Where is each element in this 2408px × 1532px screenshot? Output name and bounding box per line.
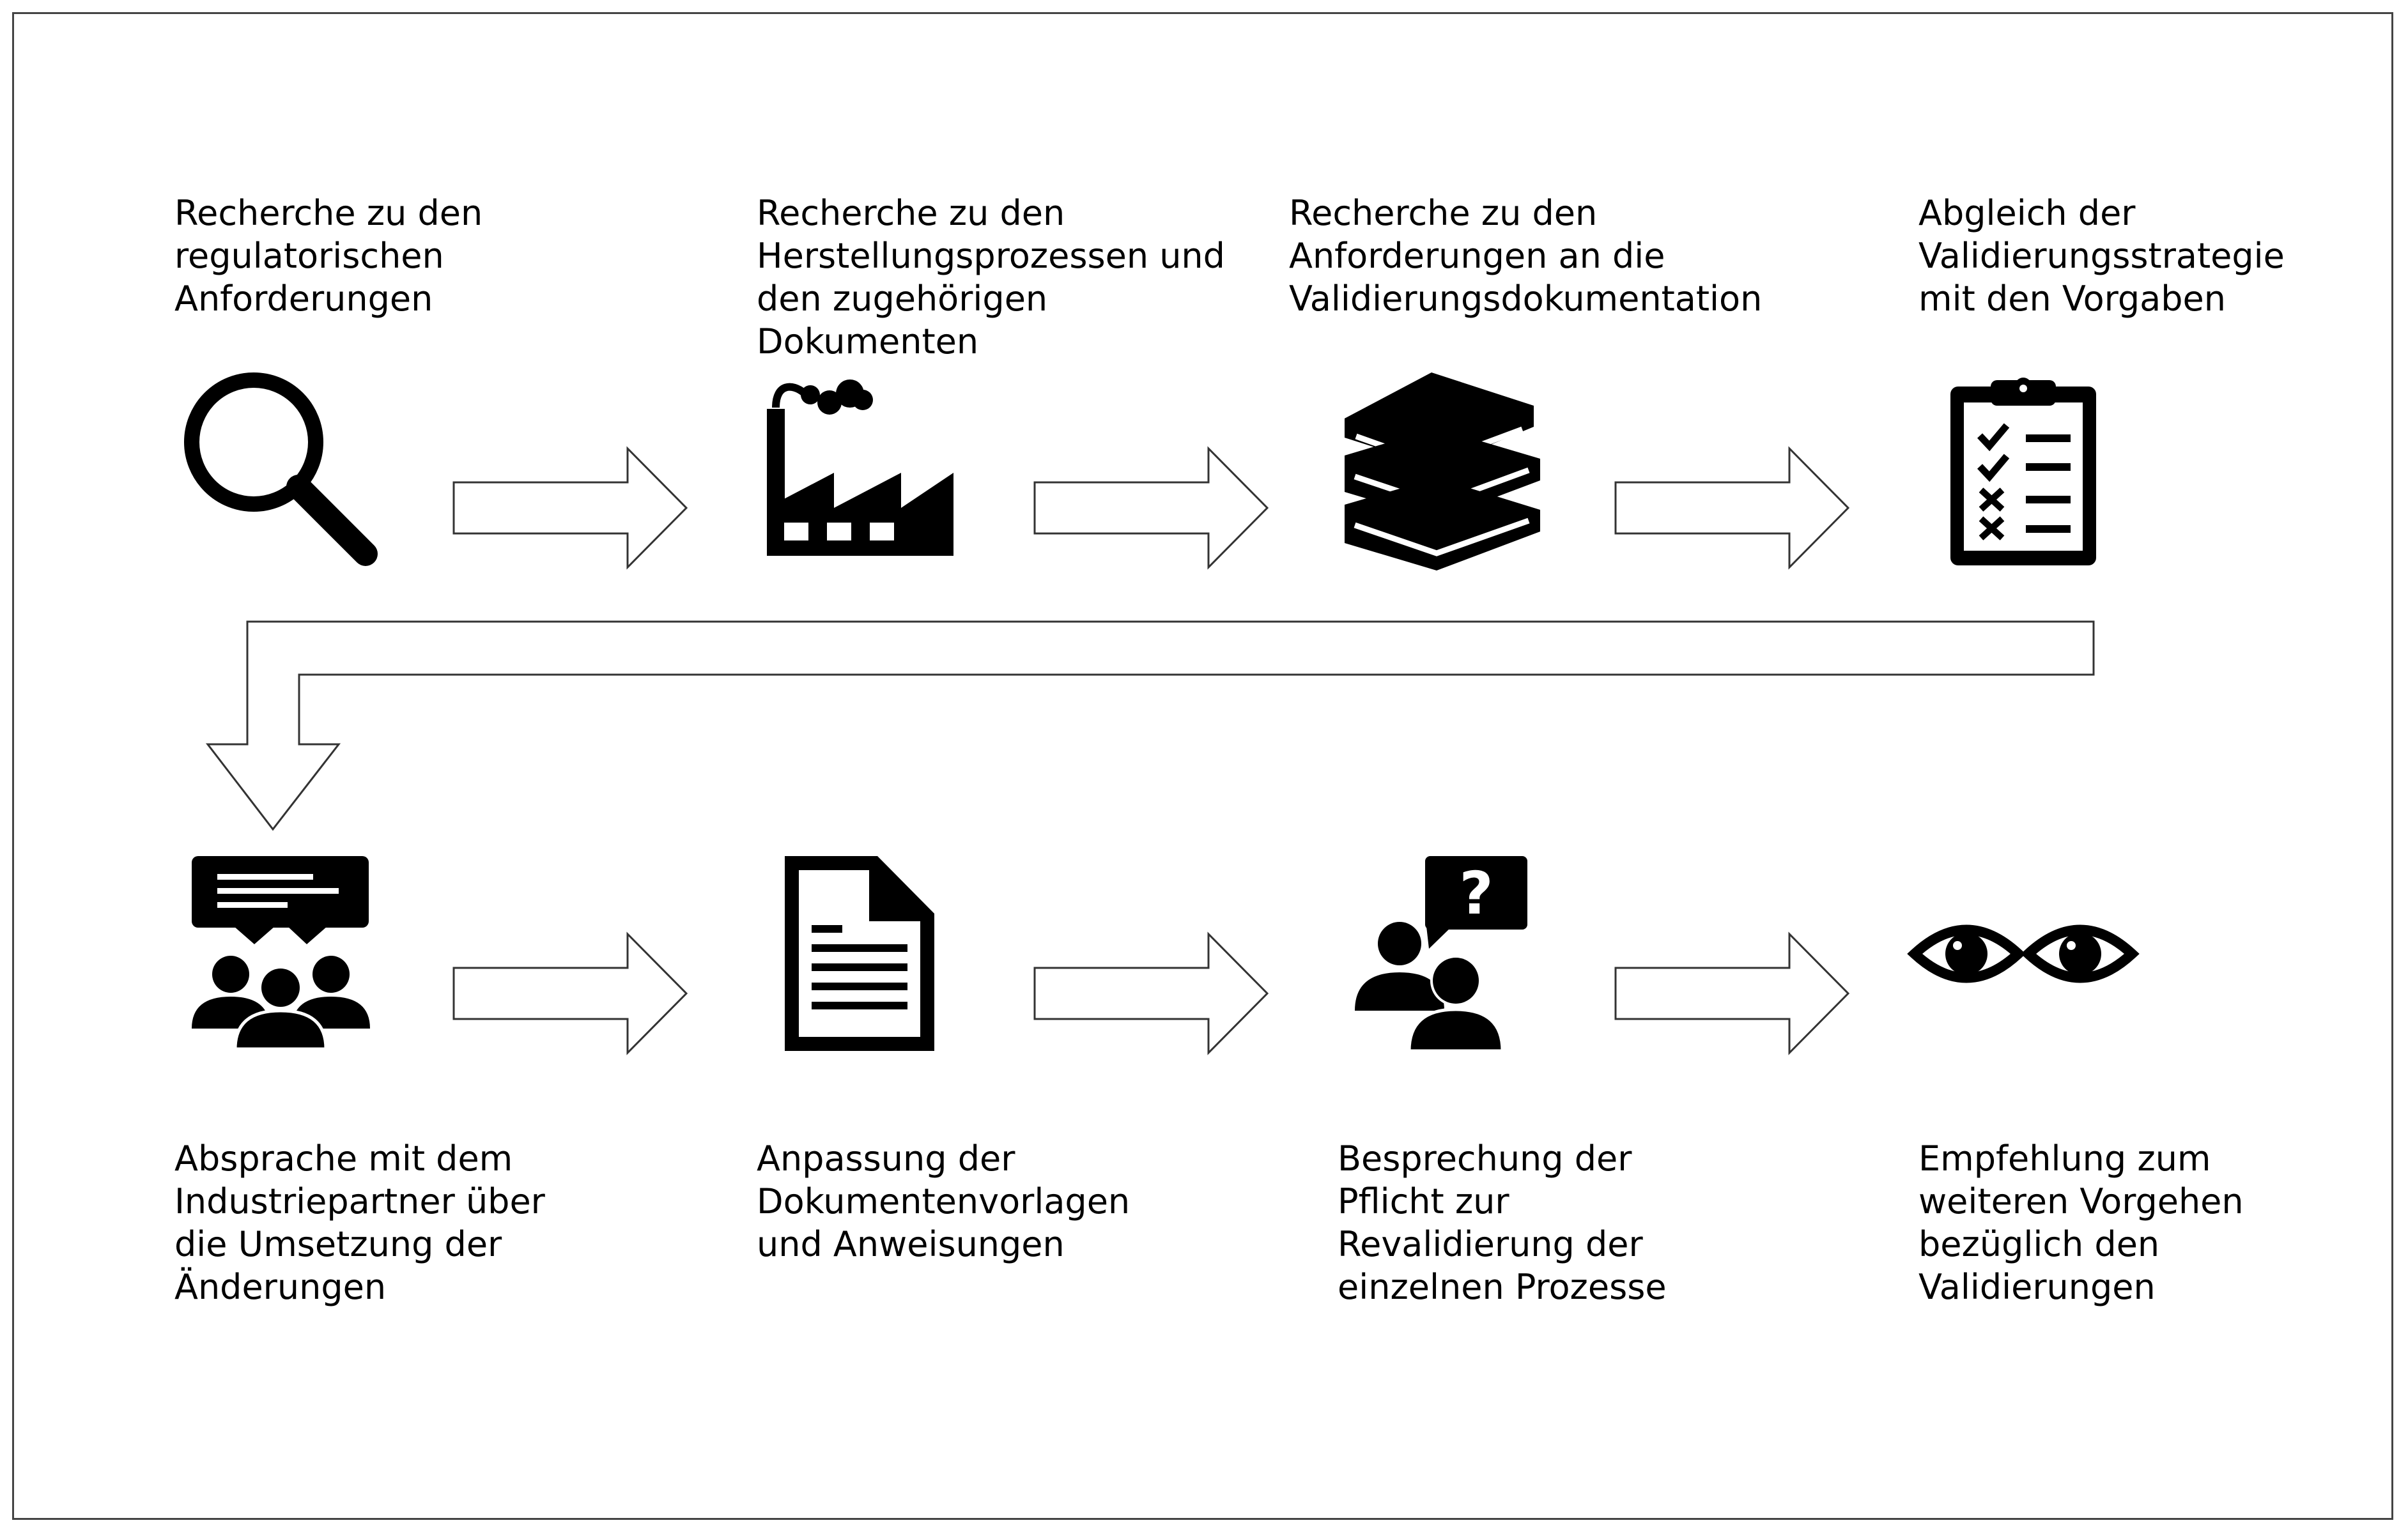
step-4-label: Abgleich der Validierungsstrategie mit d… bbox=[1918, 193, 2285, 319]
step-7-label: Besprechung der Pflicht zur Revalidierun… bbox=[1338, 1138, 1667, 1307]
step-5-label: Absprache mit dem Industriepartner über … bbox=[174, 1138, 545, 1307]
arrow-step2-to-step3 bbox=[1033, 446, 1269, 570]
books-icon bbox=[1345, 372, 1540, 571]
arrow-step4-to-step5 bbox=[205, 620, 2095, 831]
arrow-step7-to-step8 bbox=[1614, 931, 1850, 1055]
eyes-icon bbox=[1907, 924, 2140, 983]
svg-text:?: ? bbox=[1459, 859, 1493, 928]
magnifier-icon bbox=[184, 372, 378, 566]
checklist-clipboard-icon bbox=[1950, 378, 2096, 565]
step-3-label: Recherche zu den Anforderungen an die Va… bbox=[1289, 193, 1763, 319]
diagram-frame bbox=[12, 12, 2393, 1520]
arrow-step1-to-step2 bbox=[452, 446, 688, 570]
step-2-label: Recherche zu den Herstellungsprozessen u… bbox=[757, 193, 1225, 362]
step-8-label: Empfehlung zum weiteren Vorgehen bezügli… bbox=[1918, 1138, 2244, 1307]
step-6-label: Anpassung der Dokumentenvorlagen und Anw… bbox=[757, 1138, 1131, 1264]
arrow-step6-to-step7 bbox=[1033, 931, 1269, 1055]
group-discussion-icon bbox=[192, 856, 370, 1051]
question-discussion-icon: ? bbox=[1355, 856, 1527, 1053]
step-1-label: Recherche zu den regulatorischen Anforde… bbox=[174, 193, 483, 319]
factory-icon bbox=[767, 379, 953, 556]
arrow-step5-to-step6 bbox=[452, 931, 688, 1055]
document-icon bbox=[785, 856, 934, 1051]
arrow-step3-to-step4 bbox=[1614, 446, 1850, 570]
